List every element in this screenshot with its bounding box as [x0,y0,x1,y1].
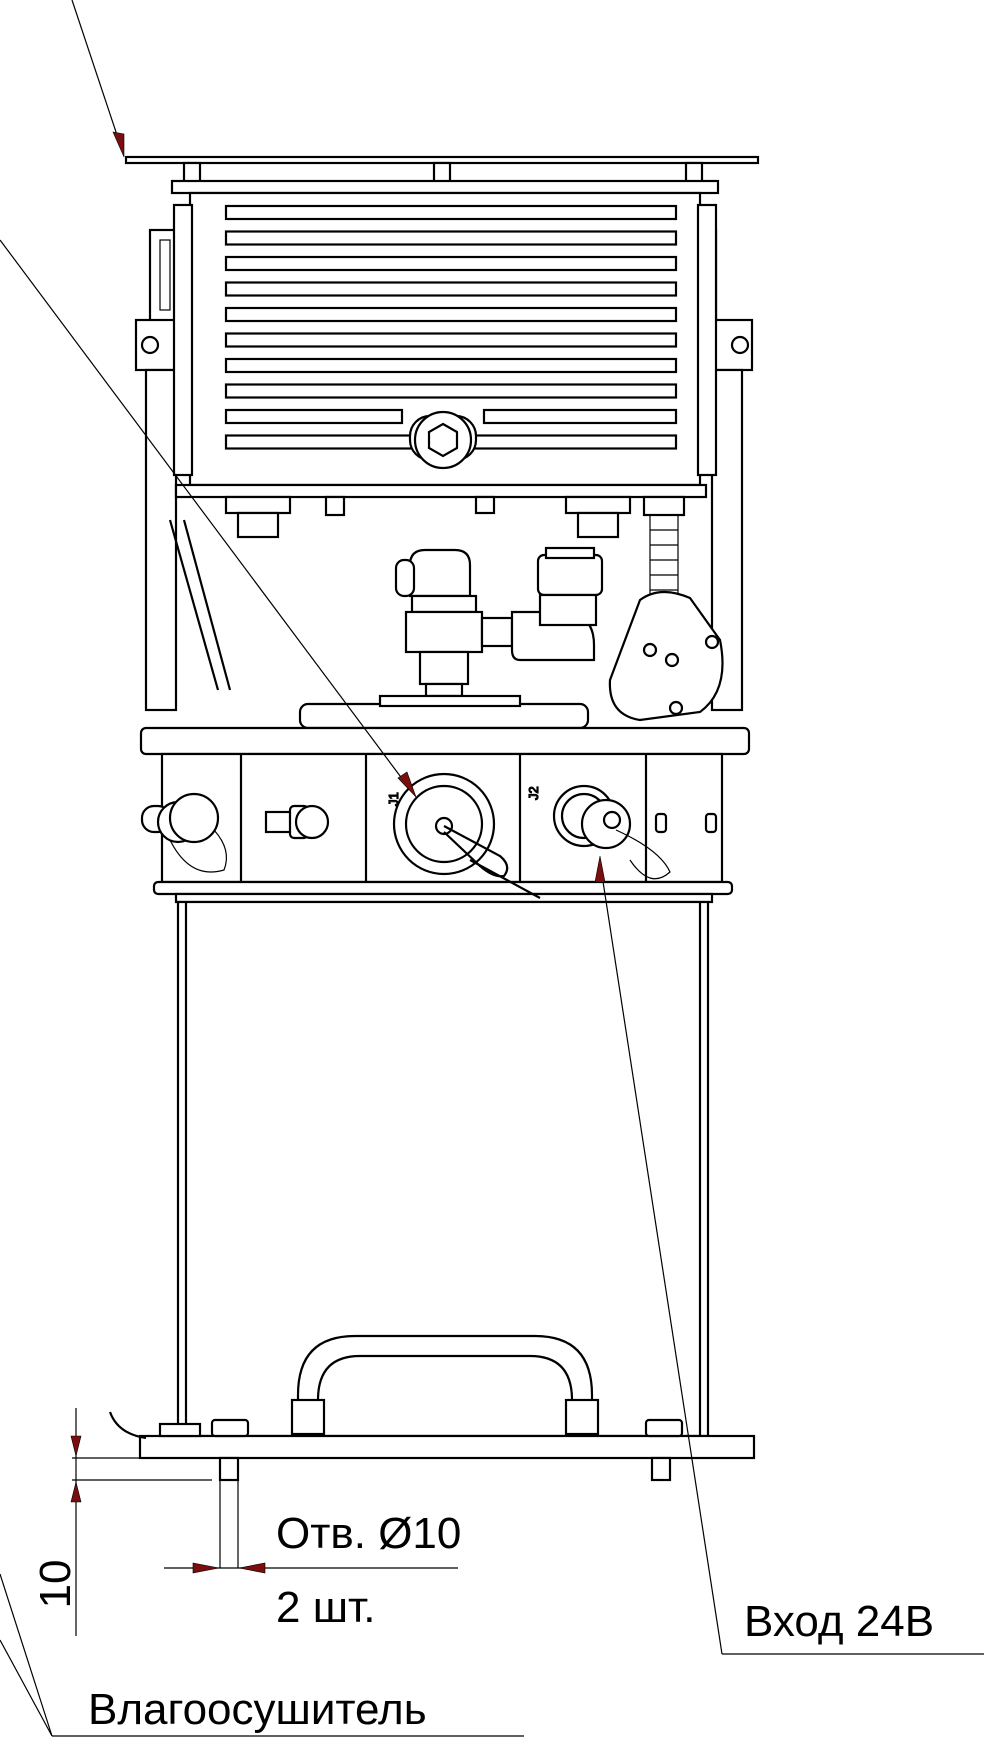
radiator-fin [224,255,678,272]
top-plate [124,155,760,195]
dimension-10: 10 [31,1408,212,1636]
carry-handle [290,1334,600,1436]
radiator-fin [224,204,678,221]
radiator-plug [408,410,478,470]
radiator-fin [224,230,678,246]
elbow-fitting-left [394,548,514,698]
connector-j2-mark: J2 [526,786,541,800]
hole-callout: Отв. Ø10 2 шт. [164,1470,461,1632]
radiator-fin [224,306,678,323]
radiator-bottom-fittings [224,495,632,539]
left-bracket [134,228,232,712]
connector-j2: J2 [525,784,671,880]
small-bolts [654,812,718,834]
radiator-fin [224,383,678,399]
drain-valve [140,792,227,873]
cable-gland-right [608,495,724,722]
dryer-label: Влагоосушитель [88,1685,427,1734]
input-24v-label: Вход 24В [744,1597,934,1646]
hole-callout-line1: Отв. Ø10 [276,1509,461,1558]
radiator-fin [224,357,678,374]
hole-callout-line2: 2 шт. [276,1583,376,1632]
radiator-fin [224,408,404,425]
dimension-value: 10 [31,1560,80,1609]
radiator-fin [482,408,678,425]
connector-j1-mark: J1 [386,792,401,806]
connector-j1: J1 [385,772,541,899]
radiator-fin [224,332,678,348]
elbow-fitting-right [510,546,604,662]
radiator-fin [224,281,678,297]
breather-fitting [264,804,330,840]
base-plate [108,1411,756,1482]
